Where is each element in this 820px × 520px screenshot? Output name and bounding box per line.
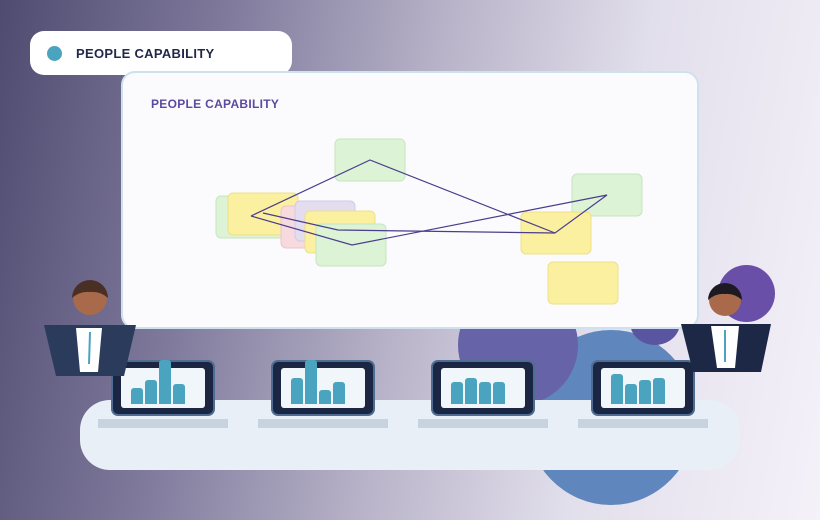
board-title: PEOPLE CAPABILITY — [151, 97, 280, 111]
chart-bar — [493, 382, 505, 404]
chart-bar — [159, 360, 171, 404]
connector-line-inner — [262, 212, 556, 234]
chart-bar — [145, 380, 157, 404]
section-tag-label: PEOPLE CAPABILITY — [76, 46, 215, 61]
connector-line-outer — [250, 159, 608, 246]
chart-bar — [639, 380, 651, 404]
chart-bar — [479, 382, 491, 404]
desk-strip — [258, 419, 388, 428]
laptop-1 — [111, 360, 215, 416]
presenter-figure-left — [44, 280, 136, 376]
desk-strip — [98, 419, 228, 428]
dot-icon — [47, 46, 62, 61]
sticky-note-diagram — [215, 138, 643, 305]
chart-bar — [131, 388, 143, 404]
chart-bar — [305, 360, 317, 404]
bar-chart-icon — [601, 368, 685, 408]
chart-bar — [291, 378, 303, 404]
laptop-3 — [431, 360, 535, 416]
bar-chart-icon — [121, 360, 205, 408]
chart-bar — [465, 378, 477, 404]
whiteboard-panel: PEOPLE CAPABILITY — [121, 71, 699, 329]
sticky-note-yellow-bottom — [547, 261, 619, 305]
chart-bar — [319, 390, 331, 404]
presenter-figure-right — [681, 283, 771, 372]
bar-chart-icon — [281, 360, 365, 408]
chart-bar — [333, 382, 345, 404]
chart-bar — [625, 384, 637, 404]
chart-bar — [451, 382, 463, 404]
chart-bar — [653, 378, 665, 404]
laptop-4 — [591, 360, 695, 416]
desk-strip — [418, 419, 548, 428]
bar-chart-icon — [441, 368, 525, 408]
desk-strip — [578, 419, 708, 428]
laptop-2 — [271, 360, 375, 416]
chart-bar — [173, 384, 185, 404]
chart-bar — [611, 374, 623, 404]
section-tag: PEOPLE CAPABILITY — [30, 31, 292, 75]
